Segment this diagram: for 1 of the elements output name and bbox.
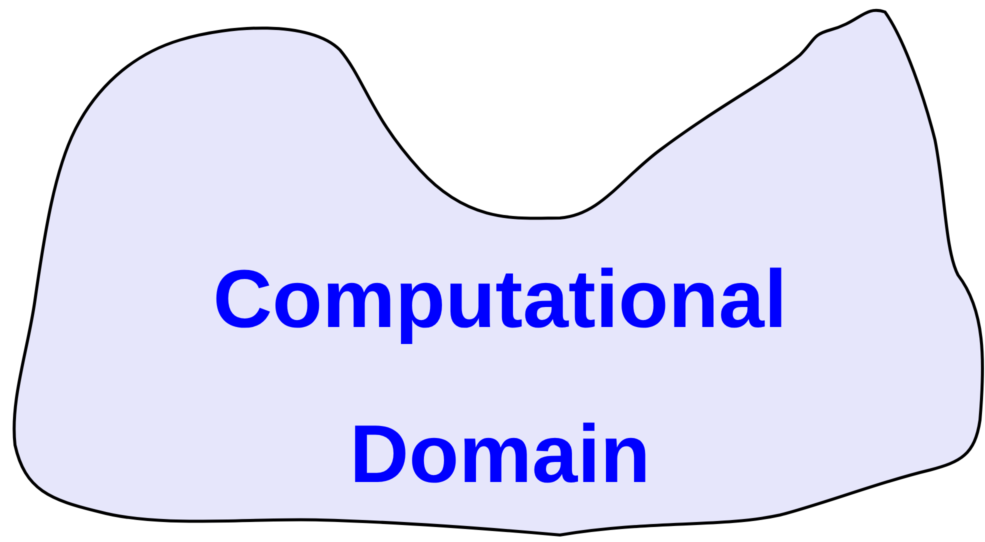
domain-label: Computational Domain bbox=[212, 253, 788, 502]
